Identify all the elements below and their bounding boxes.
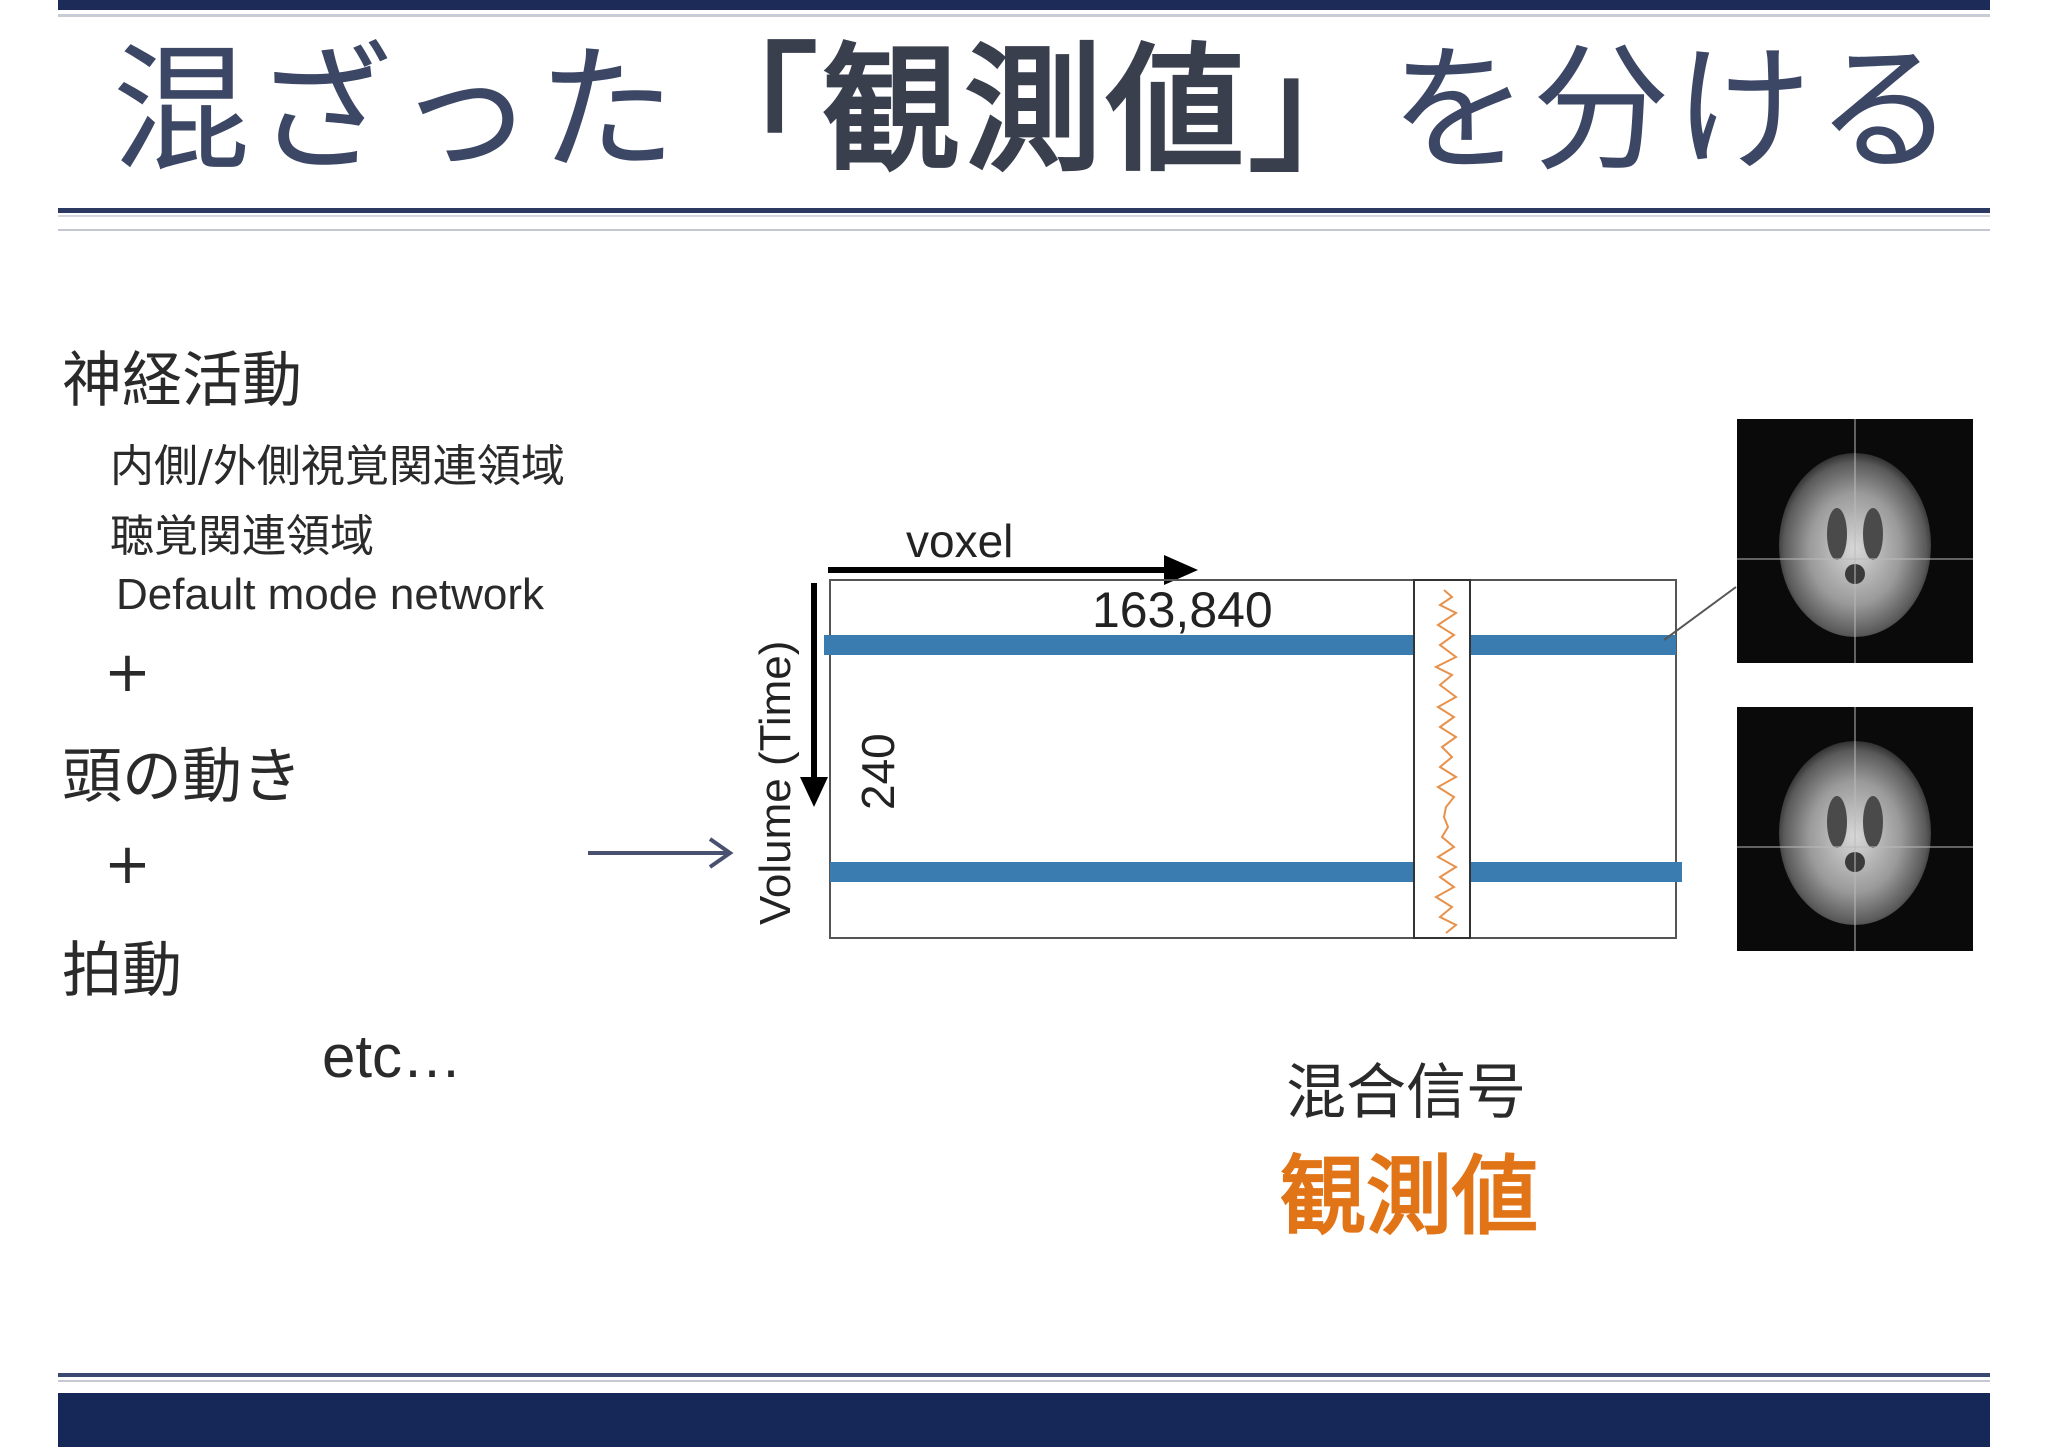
time-row-band-2 <box>830 862 1682 882</box>
neural-activity-heading: 神経活動 <box>62 346 302 416</box>
slide-title: 混ざった「観測値」を分ける <box>112 36 1958 186</box>
mixed-signal-label: 混合信号 <box>1286 1058 1526 1128</box>
y-axis-label: Volume (Time) <box>751 641 800 925</box>
header-divider <box>58 14 1990 17</box>
etc-label: etc… <box>322 1023 463 1090</box>
sub-item-dmn: Default mode network <box>116 570 544 619</box>
y-count-label: 240 <box>852 733 904 810</box>
sub-item-auditory: 聴覚関連領域 <box>110 511 374 562</box>
title-part-2: を分ける <box>1390 30 1959 191</box>
brain-scan-image-2 <box>1737 707 1973 951</box>
title-emphasis: 「観測値」 <box>680 30 1391 191</box>
y-axis-arrowhead <box>800 777 828 807</box>
matrix-box <box>829 579 1677 939</box>
sub-item-visual: 内側/外側視覚関連領域 <box>110 441 565 492</box>
head-motion-heading: 頭の動き <box>62 742 302 812</box>
brain-scan-image-1 <box>1737 419 1973 663</box>
voxel-column <box>1413 579 1471 939</box>
title-underline-thin <box>58 229 1990 231</box>
footer-rule-thin <box>58 1380 1990 1382</box>
plus-sign-2: + <box>104 832 151 897</box>
right-arrow-icon <box>588 837 734 869</box>
footer-band <box>58 1393 1990 1447</box>
x-count-label: 163,840 <box>1092 582 1273 638</box>
x-axis-label: voxel <box>906 515 1013 567</box>
pulse-heading: 拍動 <box>62 936 182 1006</box>
title-underline <box>58 208 1990 213</box>
footer-rule <box>58 1373 1990 1377</box>
plus-sign-1: + <box>104 640 151 705</box>
voxel-signal-trace <box>1433 589 1458 934</box>
voxel-time-matrix-diagram: voxel Volume (Time) 240 163,840 <box>751 515 1737 939</box>
title-part-1: 混ざった <box>112 30 681 191</box>
time-row-band-1 <box>824 635 1676 655</box>
pointer-line <box>1663 586 1737 641</box>
header-band <box>58 0 1990 10</box>
title-underline-shadow <box>58 215 1990 217</box>
observed-value-label: 観測値 <box>1280 1147 1538 1247</box>
